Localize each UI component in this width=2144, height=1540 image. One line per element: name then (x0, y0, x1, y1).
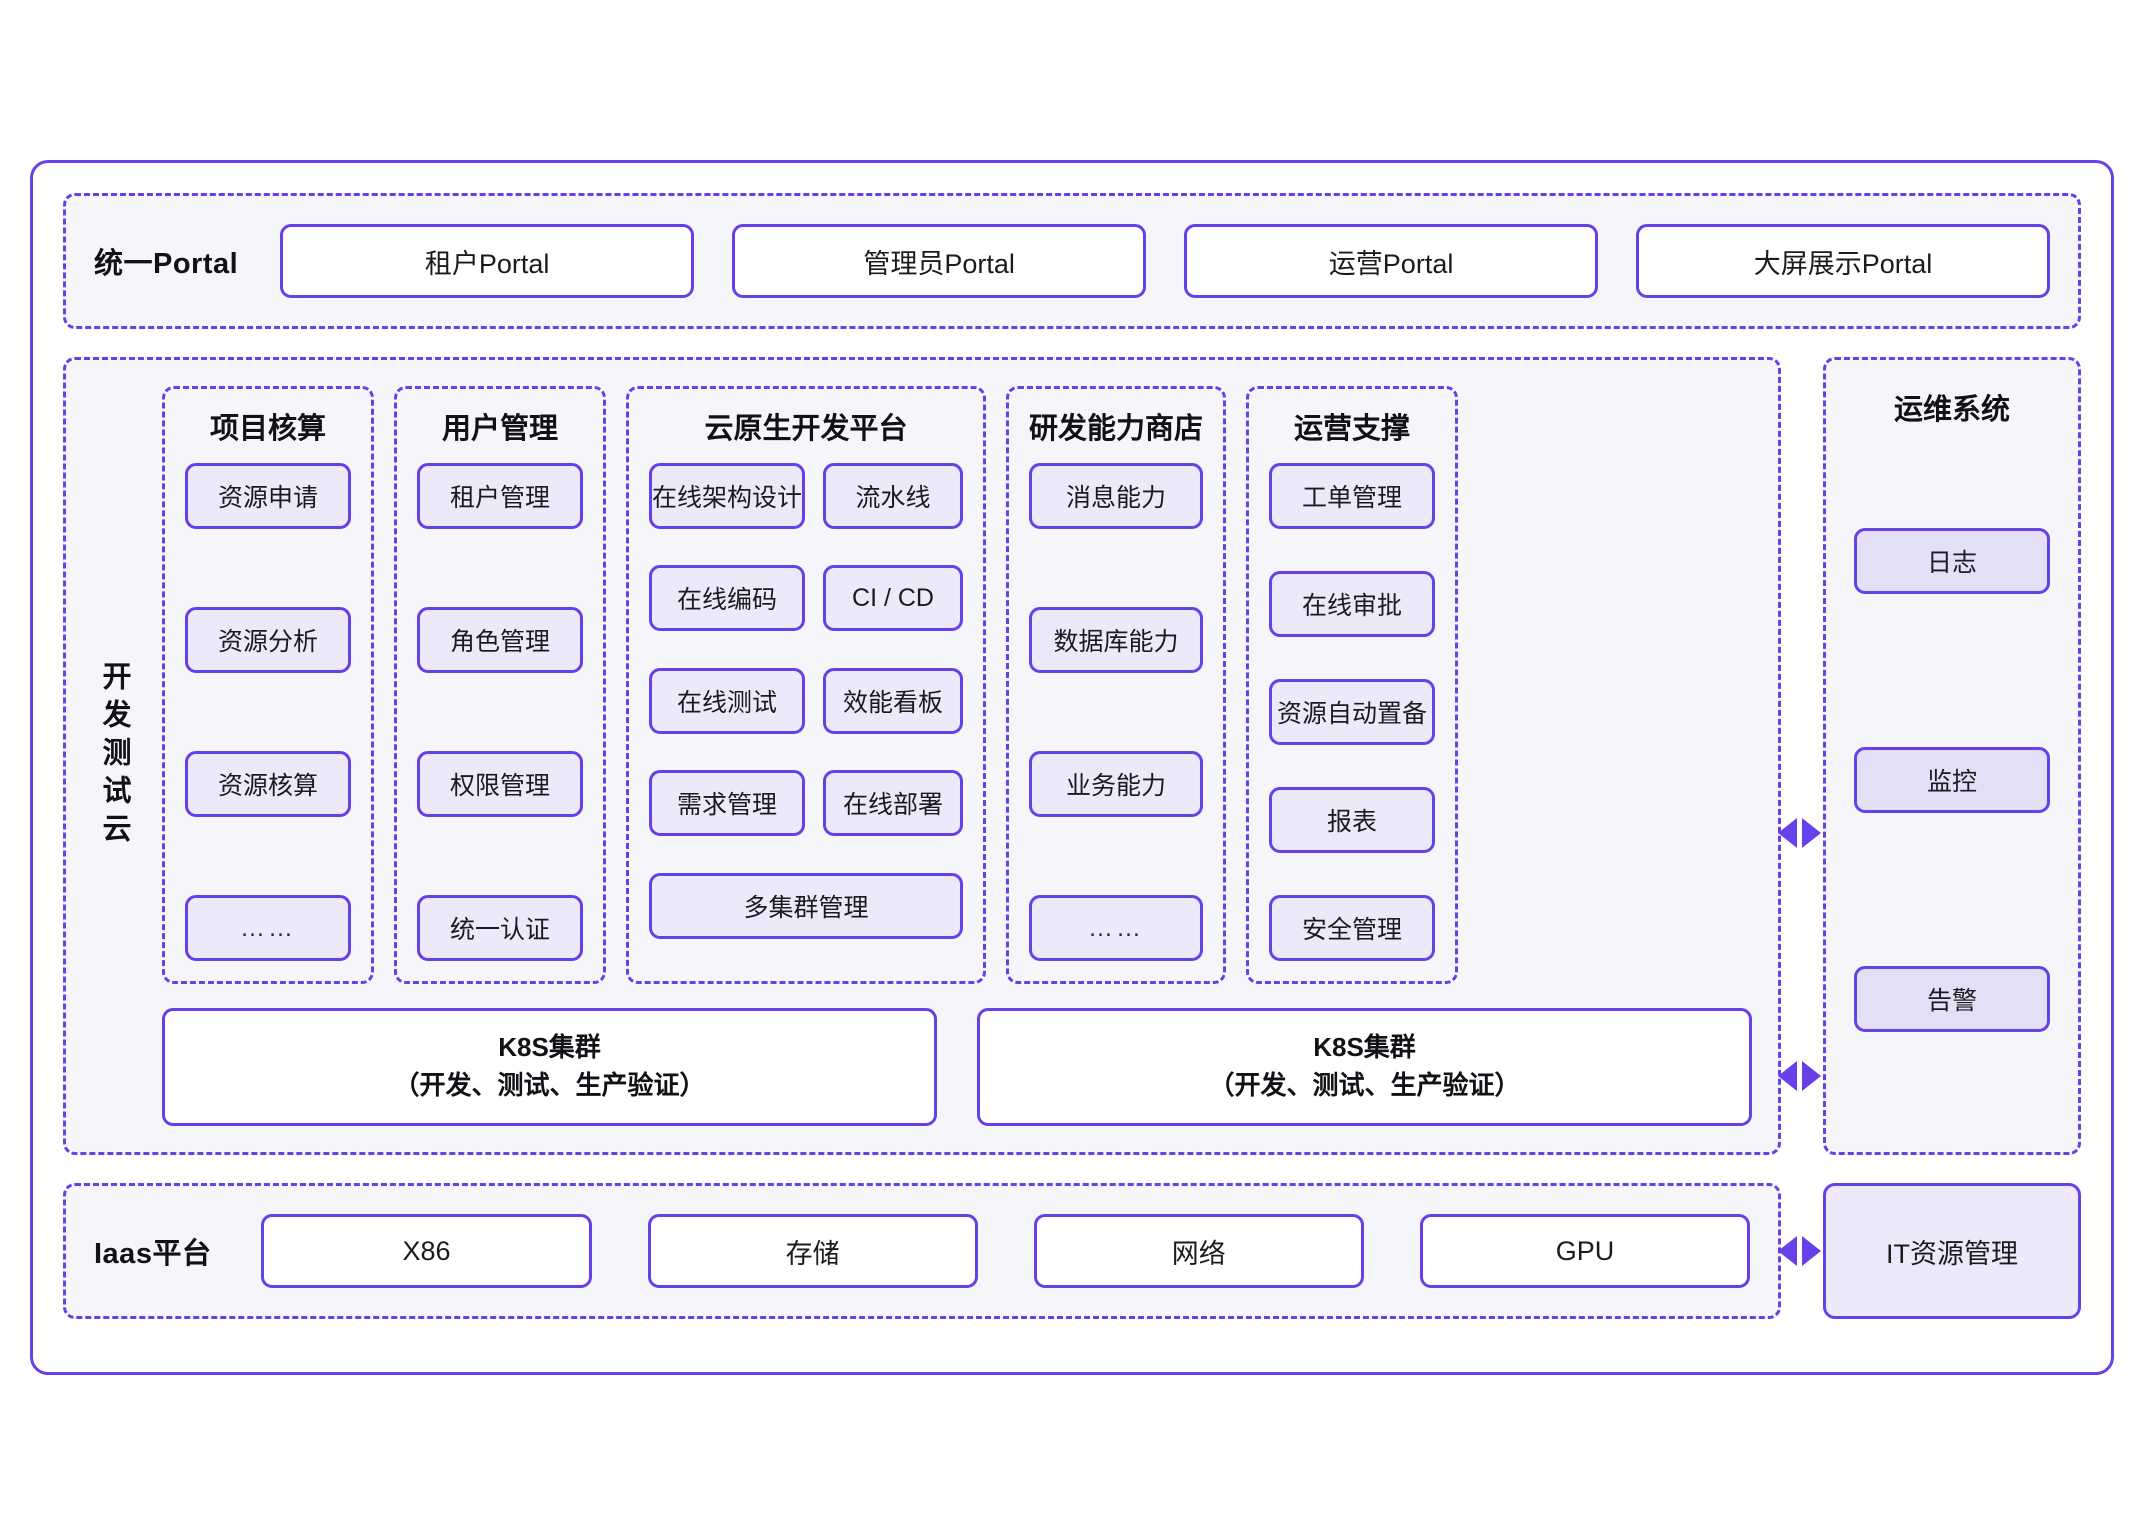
chip-security-management[interactable]: 安全管理 (1269, 895, 1436, 962)
iaas-item-storage[interactable]: 存储 (647, 1214, 978, 1288)
k8s-cluster-2[interactable]: K8S集群 （开发、测试、生产验证） (977, 1008, 1752, 1126)
chip-ticket-management[interactable]: 工单管理 (1269, 463, 1436, 529)
chip-resource-apply[interactable]: 资源申请 (185, 463, 351, 529)
portal-item-tenant[interactable]: 租户Portal (280, 224, 695, 298)
portal-items: 租户Portal 管理员Portal 运营Portal 大屏展示Portal (280, 224, 2050, 298)
ops-system-items: 日志 监控 告警 (1854, 438, 2050, 1126)
portal-item-bigscreen[interactable]: 大屏展示Portal (1636, 224, 2050, 298)
chip-unified-auth[interactable]: 统一认证 (417, 895, 583, 962)
portal-item-operation[interactable]: 运营Portal (1184, 224, 1599, 298)
iaas-items: X86 存储 网络 GPU (261, 1214, 1751, 1288)
iaas-item-x86[interactable]: X86 (261, 1214, 592, 1288)
connector-arrows-ops-upper (1778, 818, 1821, 848)
chip-pipeline[interactable]: 流水线 (823, 463, 963, 529)
chip-monitoring[interactable]: 监控 (1854, 746, 2050, 813)
group-title: 研发能力商店 (1029, 413, 1204, 445)
arrow-left-icon (1778, 1236, 1797, 1266)
chip-online-approval[interactable]: 在线审批 (1269, 571, 1436, 638)
group-project-accounting: 项目核算 资源申请 资源分析 资源核算 …… (162, 386, 374, 985)
k8s-cluster-row: K8S集群 （开发、测试、生产验证） K8S集群 （开发、测试、生产验证） (162, 1008, 1752, 1126)
iaas-section: Iaas平台 X86 存储 网络 GPU (63, 1183, 1781, 1319)
chip-online-deployment[interactable]: 在线部署 (823, 770, 963, 837)
ops-system-section: 运维系统 日志 监控 告警 (1823, 357, 2081, 1155)
cloud-native-grid: 在线架构设计 流水线 在线编码 CI / CD 在线测试 效能看板 需求管理 在… (649, 463, 963, 961)
arrow-right-icon (1802, 1061, 1821, 1091)
chip-efficiency-dashboard[interactable]: 效能看板 (823, 667, 963, 734)
k8s-cluster-2-title: K8S集群 (1313, 1032, 1416, 1063)
dev-test-cloud-label: 开发测试云 (98, 661, 130, 851)
k8s-cluster-1-subtitle: （开发、测试、生产验证） (393, 1070, 706, 1101)
arrow-left-icon (1778, 818, 1797, 848)
connector-arrows-ops-lower (1778, 1061, 1821, 1091)
chip-online-testing[interactable]: 在线测试 (649, 667, 806, 734)
chip-message-capability[interactable]: 消息能力 (1029, 463, 1204, 529)
group-user-management: 用户管理 租户管理 角色管理 权限管理 统一认证 (394, 386, 606, 985)
chip-requirement-management[interactable]: 需求管理 (649, 770, 806, 837)
dev-test-cloud-body: 项目核算 资源申请 资源分析 资源核算 …… 用户管理 租户管理 角色管理 权限… (162, 360, 1778, 1152)
chip-database-capability[interactable]: 数据库能力 (1029, 607, 1204, 674)
arrow-right-icon (1802, 1236, 1821, 1266)
chip-permission-management[interactable]: 权限管理 (417, 751, 583, 818)
arrow-left-icon (1778, 1061, 1797, 1091)
dev-test-cloud-section: 开发测试云 项目核算 资源申请 资源分析 资源核算 …… 用户管理 (63, 357, 1781, 1155)
chip-tenant-management[interactable]: 租户管理 (417, 463, 583, 529)
capability-groups: 项目核算 资源申请 资源分析 资源核算 …… 用户管理 租户管理 角色管理 权限… (162, 386, 1752, 985)
portal-item-admin[interactable]: 管理员Portal (732, 224, 1147, 298)
group-title: 用户管理 (441, 413, 558, 445)
group-operation-support: 运营支撑 工单管理 在线审批 资源自动置备 报表 安全管理 (1246, 386, 1459, 985)
connector-arrows-iaas (1778, 1236, 1821, 1266)
chip-resource-accounting[interactable]: 资源核算 (185, 751, 351, 818)
portal-section-label: 统一Portal (94, 248, 239, 280)
arrow-right-icon (1802, 818, 1821, 848)
chip-more-capability[interactable]: …… (1029, 895, 1204, 962)
it-resource-management-box[interactable]: IT资源管理 (1823, 1183, 2081, 1319)
chip-alarm[interactable]: 告警 (1854, 965, 2050, 1032)
chip-multi-cluster-management[interactable]: 多集群管理 (649, 872, 963, 939)
chip-online-coding[interactable]: 在线编码 (649, 565, 806, 632)
chip-more-project[interactable]: …… (185, 895, 351, 962)
portal-section: 统一Portal 租户Portal 管理员Portal 运营Portal 大屏展… (63, 193, 2081, 329)
iaas-section-label: Iaas平台 (94, 1238, 212, 1270)
chip-role-management[interactable]: 角色管理 (417, 607, 583, 674)
k8s-cluster-1-title: K8S集群 (498, 1032, 601, 1063)
iaas-item-gpu[interactable]: GPU (1419, 1214, 1751, 1288)
group-rd-capability-store: 研发能力商店 消息能力 数据库能力 业务能力 …… (1006, 386, 1227, 985)
group-cloud-native-platform: 云原生开发平台 在线架构设计 流水线 在线编码 CI / CD 在线测试 效能看… (626, 386, 986, 985)
chip-online-architecture-design[interactable]: 在线架构设计 (649, 463, 806, 529)
architecture-diagram-frame: 统一Portal 租户Portal 管理员Portal 运营Portal 大屏展… (30, 160, 2114, 1375)
chip-business-capability[interactable]: 业务能力 (1029, 751, 1204, 818)
chip-resource-analysis[interactable]: 资源分析 (185, 607, 351, 674)
k8s-cluster-1[interactable]: K8S集群 （开发、测试、生产验证） (162, 1008, 937, 1126)
group-title: 项目核算 (209, 413, 326, 445)
k8s-cluster-2-subtitle: （开发、测试、生产验证） (1208, 1070, 1521, 1101)
group-title: 运营支撑 (1294, 413, 1411, 445)
iaas-item-network[interactable]: 网络 (1033, 1214, 1364, 1288)
chip-report[interactable]: 报表 (1269, 787, 1436, 854)
chip-auto-provisioning[interactable]: 资源自动置备 (1269, 679, 1436, 746)
chip-log[interactable]: 日志 (1854, 528, 2050, 595)
ops-system-title: 运维系统 (1893, 394, 2010, 426)
group-title: 云原生开发平台 (704, 413, 908, 445)
chip-ci-cd[interactable]: CI / CD (823, 565, 963, 632)
